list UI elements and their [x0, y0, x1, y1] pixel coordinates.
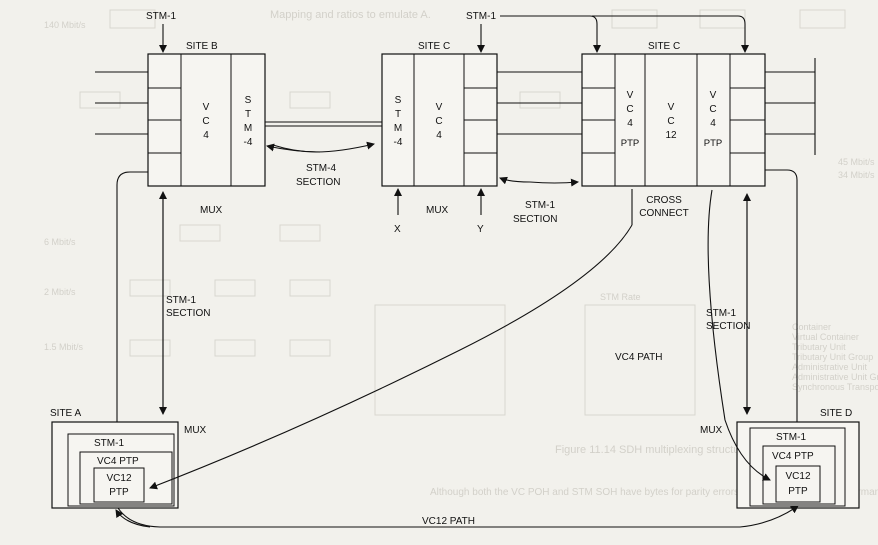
stm4-letter: -4: [244, 137, 253, 148]
vc4-letter: 4: [627, 118, 633, 129]
stm1-section-arrow: [499, 176, 531, 185]
trunk-lines: [95, 58, 816, 155]
stm1-section-label: STM-1: [525, 200, 555, 211]
ghost-row-label: 34 Mbit/s: [838, 170, 875, 180]
stm4-section-label: SECTION: [296, 177, 340, 188]
site-b-label: SITE B: [186, 41, 218, 52]
ptp-label: PTP: [704, 138, 722, 149]
ghost-boxes: [79, 9, 846, 416]
ghost-top-caption: Mapping and ratios to emulate A.: [270, 9, 431, 21]
vc4-letter: V: [710, 90, 717, 101]
site-a-ptp: PTP: [109, 487, 129, 498]
vc4-path-label: VC4 PATH: [615, 352, 662, 363]
stm1-section-label-left: SECTION: [166, 308, 210, 319]
vc4-letter: C: [435, 116, 442, 127]
site-a-stm1: STM-1: [94, 438, 124, 449]
ghost-row-label: 140 Mbit/s: [44, 20, 86, 30]
ghost-figure-caption: Figure 11.14 SDH multiplexing structure: [555, 444, 749, 456]
stm4-letter: T: [395, 109, 401, 120]
vc4-path-arrow-right: [707, 189, 771, 481]
vc4-letter: C: [626, 104, 633, 115]
site-c-mux-label: SITE C: [418, 41, 450, 52]
site-d-stm1: STM-1: [776, 432, 806, 443]
stm4-section-label: STM-4: [306, 163, 336, 174]
y-label: Y: [477, 224, 484, 235]
vc4-letter: 4: [710, 118, 716, 129]
cross-connect-label: CONNECT: [639, 208, 688, 219]
ghost-legend-item: Container: [792, 322, 831, 332]
site-b-mux-label: MUX: [200, 205, 223, 216]
vc12-path-label: VC12 PATH: [422, 516, 475, 527]
ghost-legend-item: Virtual Container: [792, 332, 859, 342]
ghost-legend-item: Administrative Unit Group: [792, 372, 878, 382]
background-ghost-layer: Mapping and ratios to emulate A. 140 Mbi…: [44, 9, 878, 498]
stm1-section-label-right: STM-1: [706, 308, 736, 319]
stm1-input-label-left: STM-1: [146, 11, 176, 22]
stm4-letter: T: [245, 109, 251, 120]
vc4-letter: 4: [203, 130, 209, 141]
site-a-mux-label: MUX: [184, 425, 207, 436]
site-d-vc12: VC12: [785, 471, 810, 482]
site-a-vc12: VC12: [106, 473, 131, 484]
vc12-path-arrow: [117, 505, 799, 528]
stm1-section-label: SECTION: [513, 214, 557, 225]
site-b-mux: V C 4 S T M -4: [147, 53, 266, 187]
site-a-mux: STM-1 VC4 PTP VC12 PTP: [51, 421, 179, 509]
ghost-legend-item: Synchronous Transport Module: [792, 382, 878, 392]
site-c-mux-mux-label: MUX: [426, 205, 449, 216]
vc12-letter: C: [667, 116, 674, 127]
site-a-label: SITE A: [50, 408, 81, 419]
stm1-input-label-mid: STM-1: [466, 11, 496, 22]
x-label: X: [394, 224, 401, 235]
site-d-vc4ptp: VC4 PTP: [772, 451, 814, 462]
vc4-letter: 4: [436, 130, 442, 141]
ghost-row-label: 45 Mbit/s: [838, 157, 875, 167]
cross-connect-label: CROSS: [646, 195, 682, 206]
site-d-ptp: PTP: [788, 486, 808, 497]
vc12-letter: 12: [665, 130, 677, 141]
ghost-row-label: 6 Mbit/s: [44, 237, 76, 247]
ghost-body-text: Although both the VC POH and STM SOH hav…: [430, 487, 878, 498]
ptp-label: PTP: [621, 138, 639, 149]
stm4-letter: S: [245, 95, 252, 106]
site-d-mux: STM-1 VC4 PTP VC12 PTP: [736, 421, 860, 509]
stm4-section-arrow: [272, 141, 375, 153]
site-d-mux-label: MUX: [700, 425, 723, 436]
site-b-to-site-a-line: [116, 171, 148, 422]
site-c-mux: S T M -4 V C 4: [381, 53, 498, 187]
ghost-row-label: 2 Mbit/s: [44, 287, 76, 297]
stm1-section-label-left: STM-1: [166, 295, 196, 306]
ghost-table-header: STM Rate: [600, 292, 641, 302]
vc4-letter: V: [436, 102, 443, 113]
vc4-letter: V: [203, 102, 210, 113]
stm4-letter: -4: [394, 137, 403, 148]
vc4-letter: C: [709, 104, 716, 115]
xc-to-site-d-line: [765, 169, 798, 422]
ghost-legend-item: Tributary Unit: [792, 342, 846, 352]
site-c-xc-label: SITE C: [648, 41, 680, 52]
site-a-vc4ptp: VC4 PTP: [97, 456, 139, 467]
ghost-row-label: 1.5 Mbit/s: [44, 342, 84, 352]
ghost-legend-item: Administrative Unit: [792, 362, 868, 372]
vc4-path-arrow-left: [149, 224, 633, 490]
stm1-feed-arrow: [500, 15, 601, 53]
vc4-letter: V: [627, 90, 634, 101]
site-d-label: SITE D: [820, 408, 852, 419]
stm4-letter: S: [395, 95, 402, 106]
stm1-feed-arrow: [592, 15, 749, 53]
stm4-letter: M: [394, 123, 402, 134]
vc4-letter: C: [202, 116, 209, 127]
site-c-cross-connect: V C 4 PTP V C 12 V C 4 PTP: [581, 53, 766, 187]
stm4-letter: M: [244, 123, 252, 134]
vc12-letter: V: [668, 102, 675, 113]
ghost-legend-item: Tributary Unit Group: [792, 352, 873, 362]
stm1-section-label-right: SECTION: [706, 321, 750, 332]
